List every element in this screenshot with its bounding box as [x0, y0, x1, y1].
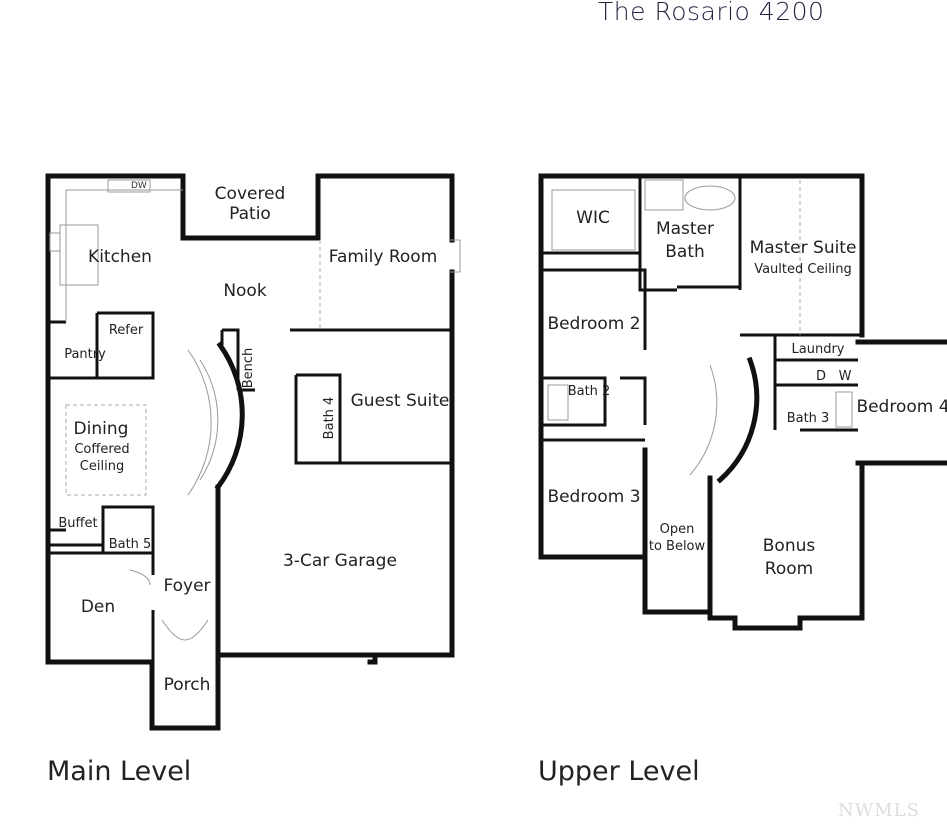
room-label-covered-patio-2: Patio	[229, 204, 271, 224]
room-label-family-room: Family Room	[329, 247, 438, 267]
room-label-bonus-room: Bonus	[763, 536, 816, 556]
room-label-foyer: Foyer	[163, 576, 210, 596]
room-label-bonus-room-2: Room	[765, 559, 813, 579]
room-label-guest-suite: Guest Suite	[351, 391, 450, 411]
nwmls-watermark: NWMLS	[838, 800, 920, 821]
dining-note-ceiling: Ceiling	[80, 459, 124, 474]
room-label-garage: 3-Car Garage	[283, 551, 397, 571]
main-level-label: Main Level	[47, 756, 192, 787]
room-label-bench: Bench	[241, 348, 256, 389]
washer-label: W	[839, 369, 852, 384]
upper-level-label: Upper Level	[538, 756, 700, 787]
room-label-master-suite: Master Suite	[750, 238, 857, 258]
room-label-dining: Dining	[74, 419, 129, 439]
room-label-covered-patio: Covered	[215, 184, 286, 204]
room-label-nook: Nook	[223, 281, 267, 301]
room-label-bath-5: Bath 5	[109, 537, 152, 552]
room-label-buffet: Buffet	[58, 516, 97, 531]
room-label-bath-4: Bath 4	[322, 397, 337, 440]
room-label-open-to-below: Open	[660, 522, 695, 537]
room-label-bedroom-3: Bedroom 3	[547, 487, 640, 507]
room-label-bath-2: Bath 2	[568, 384, 611, 399]
room-label-master-bath-2: Bath	[665, 242, 705, 262]
room-label-bedroom-2: Bedroom 2	[547, 314, 640, 334]
room-label-master-bath: Master	[656, 219, 714, 239]
room-label-laundry: Laundry	[792, 342, 845, 357]
room-label-wic: WIC	[576, 208, 610, 228]
upper-level-plan	[538, 173, 947, 631]
plan-title: The Rosario 4200	[598, 0, 825, 26]
main-level-plan	[45, 173, 461, 731]
room-label-porch: Porch	[164, 675, 211, 695]
room-label-kitchen: Kitchen	[88, 247, 152, 267]
master-suite-note: Vaulted Ceiling	[754, 262, 852, 277]
dryer-label: D	[816, 369, 826, 384]
dw-label: DW	[131, 181, 147, 191]
room-label-den: Den	[81, 597, 115, 617]
room-label-bath-3: Bath 3	[787, 411, 830, 426]
dining-note-coffered: Coffered	[74, 442, 129, 457]
room-label-pantry: Pantry	[64, 347, 106, 362]
room-label-open-to-below-2: to Below	[649, 539, 706, 554]
room-label-bedroom-4: Bedroom 4	[856, 397, 947, 417]
room-label-refer: Refer	[109, 323, 144, 338]
